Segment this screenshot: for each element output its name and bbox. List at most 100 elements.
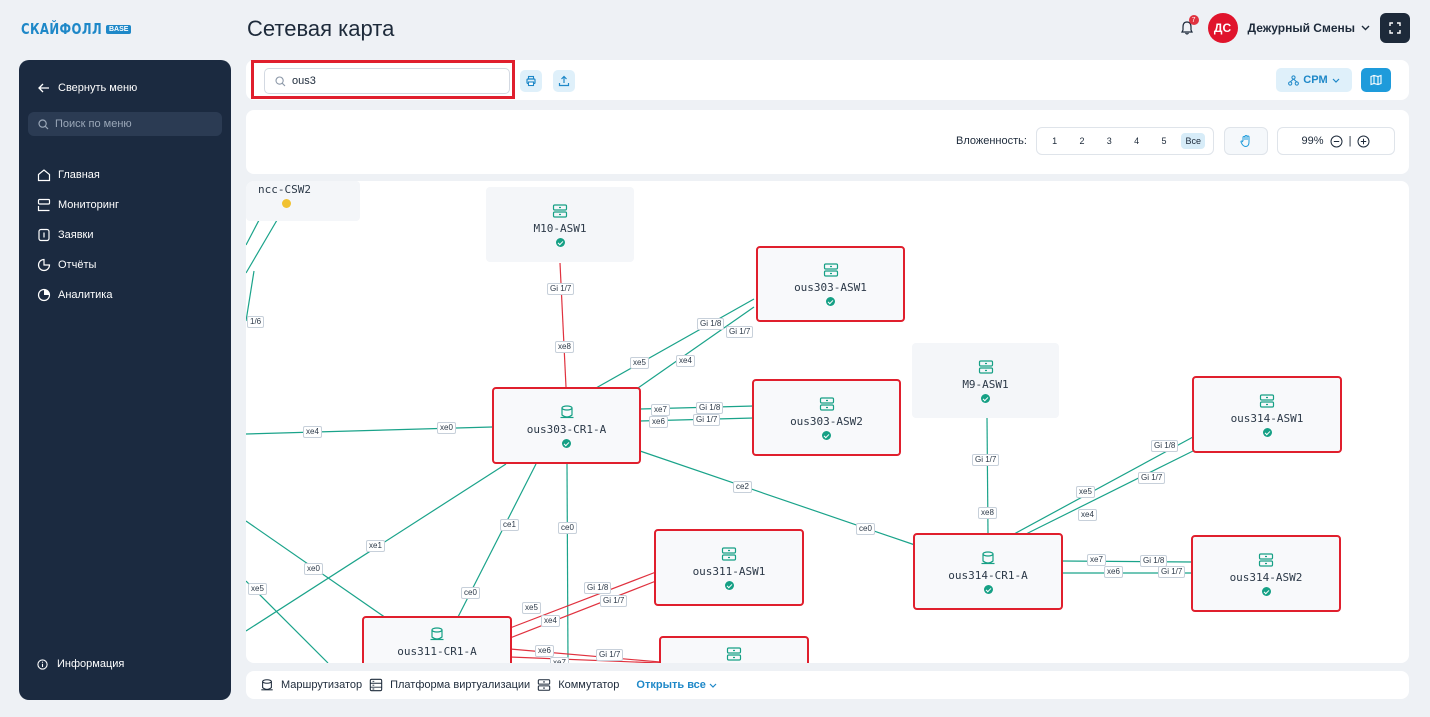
ok-status-icon bbox=[981, 393, 990, 403]
avatar[interactable]: ДС bbox=[1207, 13, 1238, 43]
device-node-ous314-cr1-a[interactable]: ous314-CR1-A bbox=[913, 533, 1063, 610]
ok-status-icon bbox=[562, 438, 571, 448]
port-label: xe7 bbox=[651, 404, 670, 416]
menu-search-placeholder: Поиск по меню bbox=[55, 118, 132, 130]
port-label: Gi 1/7 bbox=[972, 454, 1000, 466]
search-highlight-frame bbox=[251, 60, 515, 99]
home-icon bbox=[37, 169, 51, 182]
zoom-value: 99% bbox=[1301, 135, 1324, 147]
export-button[interactable] bbox=[553, 70, 575, 92]
crm-label: CPM bbox=[1303, 74, 1328, 86]
notifications-button[interactable]: 7 bbox=[1176, 15, 1199, 39]
device-node-ous314-asw1[interactable]: ous314-ASW1 bbox=[1192, 376, 1342, 453]
fullscreen-icon bbox=[1389, 22, 1401, 34]
device-node-ncc-csw2[interactable]: ncc-CSW2 bbox=[246, 181, 360, 221]
menu-search-input[interactable]: Поиск по меню bbox=[28, 112, 222, 136]
map-view-button[interactable] bbox=[1361, 68, 1391, 92]
link-ncc-2 bbox=[246, 214, 281, 274]
device-node-ous303-asw1[interactable]: ous303-ASW1 bbox=[756, 246, 905, 322]
nesting-option-5[interactable]: 5 bbox=[1161, 136, 1167, 146]
port-label: Gi 1/7 bbox=[596, 649, 624, 661]
nesting-option-all[interactable]: Все bbox=[1181, 133, 1206, 149]
upload-icon bbox=[558, 75, 570, 87]
nesting-option-4[interactable]: 4 bbox=[1134, 136, 1140, 146]
device-node-partial[interactable] bbox=[659, 636, 809, 663]
map-legend: Маршрутизатор Платформа виртуализации Ко… bbox=[246, 671, 1409, 699]
switch-icon bbox=[823, 263, 838, 277]
link-311-bottom-b bbox=[509, 656, 661, 663]
ok-status-icon bbox=[1262, 427, 1272, 437]
switch-icon bbox=[819, 396, 834, 411]
sidebar-item-analytics[interactable]: Аналитика bbox=[37, 280, 119, 310]
port-label: xe0 bbox=[437, 422, 456, 434]
printer-icon bbox=[526, 75, 536, 87]
switch-icon bbox=[552, 203, 568, 218]
link-left-edge bbox=[246, 270, 255, 322]
info-icon bbox=[37, 658, 48, 670]
zoom-in-icon[interactable] bbox=[1357, 135, 1370, 148]
chevron-down-icon bbox=[1332, 78, 1340, 83]
port-label: Gi 1/7 bbox=[547, 283, 575, 295]
sidebar-item-label: Мониторинг bbox=[58, 199, 120, 211]
arrow-left-icon bbox=[38, 83, 49, 93]
sidebar: Свернуть меню Поиск по меню Главная Мони… bbox=[19, 60, 231, 700]
device-node-ous311-asw1[interactable]: ous311-ASW1 bbox=[654, 529, 804, 606]
collapse-menu-button[interactable]: Свернуть меню bbox=[38, 82, 137, 94]
device-node-m10-asw1[interactable]: M10-ASW1 bbox=[486, 187, 634, 262]
search-icon bbox=[275, 75, 286, 86]
switch-icon bbox=[726, 647, 742, 661]
port-label: xe0 bbox=[304, 563, 323, 575]
port-label: xe6 bbox=[535, 645, 554, 657]
port-label: ce0 bbox=[558, 522, 577, 534]
pan-mode-button[interactable] bbox=[1224, 127, 1268, 155]
zoom-out-icon[interactable] bbox=[1330, 135, 1343, 148]
analytics-icon bbox=[37, 288, 51, 302]
user-menu[interactable]: Дежурный Смены bbox=[1248, 21, 1370, 35]
ok-status-icon bbox=[983, 584, 993, 594]
link-303asw1-a bbox=[595, 298, 755, 389]
device-node-ous303-cr1-a[interactable]: ous303-CR1-A bbox=[492, 387, 641, 464]
sidebar-item-label: Главная bbox=[58, 169, 100, 181]
print-button[interactable] bbox=[520, 70, 542, 92]
sidebar-item-tickets[interactable]: Заявки bbox=[37, 220, 119, 250]
chevron-down-icon bbox=[709, 683, 717, 688]
port-label: Gi 1/8 bbox=[1140, 555, 1168, 567]
port-label: ce1 bbox=[500, 519, 519, 531]
device-name: ous303-ASW1 bbox=[794, 281, 867, 294]
port-label: xe8 bbox=[555, 341, 574, 353]
device-name: ous314-ASW1 bbox=[1230, 411, 1304, 425]
sidebar-item-monitoring[interactable]: Мониторинг bbox=[37, 190, 119, 220]
legend-router-label: Маршрутизатор bbox=[281, 679, 363, 691]
hand-icon bbox=[1240, 134, 1250, 148]
port-label: xe8 bbox=[978, 507, 997, 519]
sidebar-item-label: Отчёты bbox=[58, 259, 97, 271]
device-node-m9-asw1[interactable]: M9-ASW1 bbox=[912, 343, 1059, 418]
sidebar-item-info[interactable]: Информация bbox=[37, 658, 124, 670]
ok-status-icon bbox=[555, 237, 565, 247]
nesting-option-1[interactable]: 1 bbox=[1052, 136, 1058, 146]
device-node-ous314-asw2[interactable]: ous314-ASW2 bbox=[1191, 535, 1341, 612]
port-label: Gi 1/8 bbox=[584, 582, 612, 594]
device-name: ous314-CR1-A bbox=[948, 568, 1028, 582]
switch-icon bbox=[537, 679, 551, 691]
device-node-ous311-cr1-a[interactable]: ous311-CR1-A bbox=[362, 616, 512, 663]
port-label: xe4 bbox=[541, 615, 560, 627]
nesting-option-3[interactable]: 3 bbox=[1106, 136, 1112, 146]
network-map-canvas[interactable]: ncc-CSW2 M10-ASW1 ous303-ASW1 M9-ASW1 ou… bbox=[246, 181, 1409, 663]
fullscreen-button[interactable] bbox=[1380, 13, 1410, 43]
crm-dropdown-button[interactable]: CPM bbox=[1276, 68, 1352, 92]
link-314asw1-a bbox=[1013, 436, 1194, 535]
open-all-button[interactable]: Открыть все bbox=[636, 679, 717, 691]
ok-status-icon bbox=[1261, 586, 1271, 596]
port-label: xe4 bbox=[303, 426, 322, 438]
sidebar-item-home[interactable]: Главная bbox=[37, 160, 119, 190]
port-label: xe5 bbox=[248, 583, 267, 595]
device-name: M10-ASW1 bbox=[533, 221, 587, 235]
nesting-option-2[interactable]: 2 bbox=[1079, 136, 1085, 146]
header-actions: 7 ДС Дежурный Смены bbox=[1176, 13, 1410, 43]
ok-status-icon bbox=[822, 430, 831, 440]
sidebar-item-reports[interactable]: Отчёты bbox=[37, 250, 119, 280]
search-input[interactable]: ous3 bbox=[264, 68, 510, 94]
device-node-ous303-asw2[interactable]: ous303-ASW2 bbox=[752, 379, 901, 456]
link-311asw1-a bbox=[509, 571, 657, 629]
